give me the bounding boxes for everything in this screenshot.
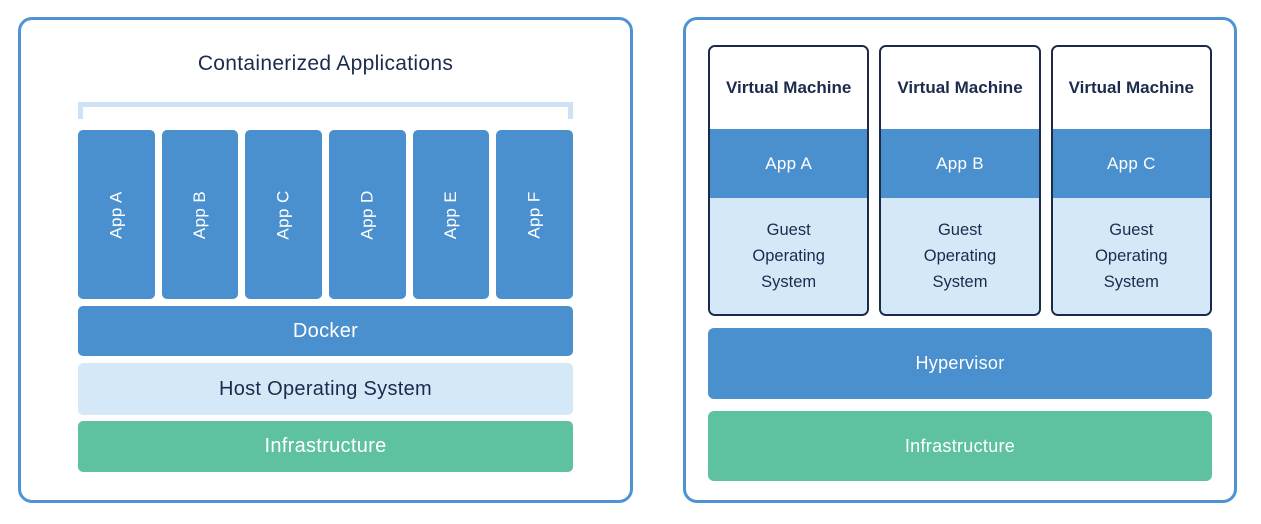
apps-group-bracket (78, 102, 573, 119)
infrastructure-layer: Infrastructure (708, 411, 1212, 481)
vm-box-3: Virtual Machine App C Guest Operating Sy… (1050, 45, 1212, 316)
vm-guest-os-label: Guest Operating System (752, 221, 825, 291)
infrastructure-layer: Infrastructure (78, 421, 573, 472)
vm-app-a: App A (710, 129, 868, 198)
vm-box-1: Virtual Machine App A Guest Operating Sy… (708, 45, 870, 316)
vm-title: Virtual Machine (881, 47, 1039, 129)
app-box-e: App E (412, 130, 490, 299)
apps-row: App A App B App C App D App E App F (78, 130, 574, 299)
docker-layer: Docker (78, 306, 573, 356)
containers-panel-title: Containerized Applications (197, 52, 454, 75)
vm-guest-os: Guest Operating System (881, 198, 1039, 314)
hypervisor-layer: Hypervisor (708, 328, 1212, 399)
app-label: App B (190, 190, 209, 239)
app-label: App C (273, 189, 293, 240)
virtual-machines-panel: Virtual Machine App A Guest Operating Sy… (683, 17, 1237, 503)
containers-panel: Containerized Applications App A App B A… (18, 17, 633, 503)
app-label: App A (106, 190, 126, 239)
app-box-d: App D (329, 130, 406, 299)
app-box-f: App F (496, 130, 574, 299)
app-box-b: App B (161, 130, 239, 299)
vm-title: Virtual Machine (710, 47, 868, 129)
vm-app-c: App C (1052, 129, 1210, 198)
app-label: App D (357, 189, 377, 240)
app-label: App E (441, 190, 461, 239)
host-os-layer: Host Operating System (78, 363, 573, 415)
vm-guest-os: Guest Operating System (710, 198, 868, 314)
vm-app-b: App B (881, 129, 1039, 198)
vm-box-2: Virtual Machine App B Guest Operating Sy… (879, 45, 1041, 316)
vm-guest-os: Guest Operating System (1052, 198, 1210, 314)
vm-guest-os-label: Guest Operating System (1095, 221, 1168, 291)
vm-row: Virtual Machine App A Guest Operating Sy… (708, 45, 1212, 316)
vm-guest-os-label: Guest Operating System (923, 221, 997, 291)
app-box-c: App C (245, 130, 323, 299)
app-box-a: App A (78, 130, 155, 299)
vm-title: Virtual Machine (1052, 47, 1210, 129)
app-label: App F (524, 190, 544, 239)
